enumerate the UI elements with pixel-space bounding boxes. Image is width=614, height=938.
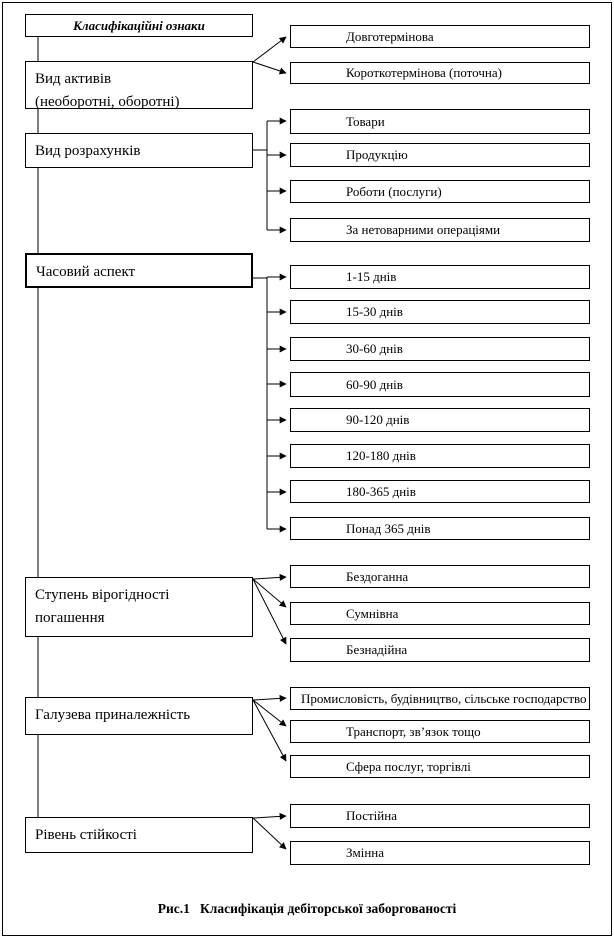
item-transport: Транспорт, зв’язок тощо: [290, 720, 590, 743]
item-korotkoterminova: Короткотермінова (поточна): [290, 62, 590, 84]
figure-caption: Рис.1 Класифікація дебіторської заборгов…: [157, 901, 457, 916]
item-60-90-dniv: 60-90 днів: [290, 372, 590, 397]
item-bezdohanna: Бездоганна: [290, 565, 590, 588]
category-riven-stiikosti: Рівень стійкості: [25, 817, 253, 853]
item-roboty-posluhy: Роботи (послуги): [290, 180, 590, 203]
item-15-30-dniv: 15-30 днів: [290, 300, 590, 324]
category-chasovyi-aspekt: Часовий аспект: [25, 253, 253, 288]
item-90-120-dniv: 90-120 днів: [290, 408, 590, 432]
item-30-60-dniv: 30-60 днів: [290, 337, 590, 361]
category-haluzeva-prynalezhnist: Галузева приналежність: [25, 697, 253, 735]
item-120-180-dniv: 120-180 днів: [290, 444, 590, 468]
category-stupen-virohidnosti: Ступень вірогідності погашення: [25, 577, 253, 637]
item-sumnivna: Сумнівна: [290, 602, 590, 625]
item-1-15-dniv: 1-15 днів: [290, 265, 590, 289]
item-netovarni-operatsii: За нетоварними операціями: [290, 218, 590, 242]
item-promyslovist: Промисловість, будівництво, сільське гос…: [290, 687, 590, 710]
header-box: Класифікаційні ознаки: [25, 14, 253, 37]
item-produktsiiu: Продукцію: [290, 143, 590, 167]
item-postiina: Постійна: [290, 804, 590, 828]
item-sfera-posluh: Сфера послуг, торгівлі: [290, 755, 590, 778]
item-dovhoterminova: Довготермінова: [290, 25, 590, 48]
item-180-365-dniv: 180-365 днів: [290, 480, 590, 503]
category-vyd-aktyviv: Вид активів (необоротні, оборотні): [25, 61, 253, 110]
item-beznadiina: Безнадійна: [290, 638, 590, 662]
item-ponad-365-dniv: Понад 365 днів: [290, 517, 590, 540]
item-tovary: Товари: [290, 109, 590, 134]
item-zminna: Змінна: [290, 841, 590, 865]
category-vyd-rozrakhunkiv: Вид розрахунків: [25, 133, 253, 168]
